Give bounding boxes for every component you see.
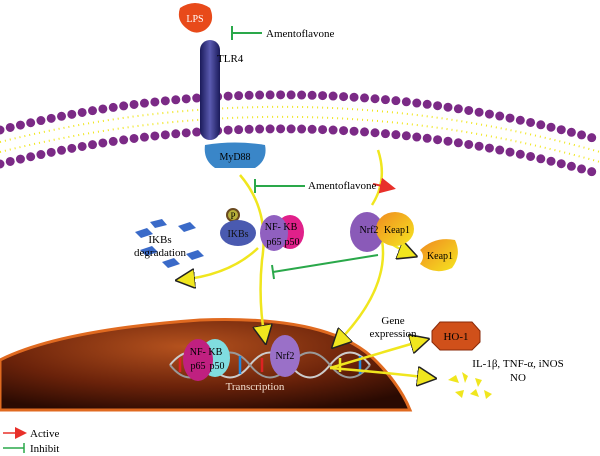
- inhibit-tlr4-line: [231, 26, 262, 40]
- nuclear-p65: [183, 339, 213, 381]
- nuclear-nrf2-label: Nrf2: [276, 351, 295, 362]
- cytokine-fragments: [448, 372, 492, 399]
- inhibit-bar-icon: [3, 443, 25, 453]
- lps-molecule: [178, 3, 213, 33]
- legend-active-label: Active: [30, 428, 59, 440]
- myd88-protein: [204, 142, 266, 168]
- degradation-label: degradation: [134, 247, 186, 259]
- ikbs-label: IKBs: [227, 229, 248, 240]
- gene-expression-label: Gene: [381, 315, 404, 327]
- activate-nrf2-arrow: [372, 177, 396, 194]
- ikbs-degradation-arrow: [180, 247, 259, 280]
- myd88-label: MyD88: [219, 152, 250, 163]
- transcription-label: Transcription: [226, 381, 285, 393]
- nuclear-nfkb-label: NF- KB: [190, 347, 223, 358]
- tlr4-label: TLR4: [217, 53, 244, 65]
- legend-inhibit-label: Inhibit: [30, 443, 59, 455]
- amentoflavone-label-top: Amentoflavone: [266, 28, 335, 40]
- cell-membrane: [0, 90, 600, 179]
- cytokines-label: IL-1β, TNF-α, iNOS: [472, 358, 563, 370]
- keap1-free-label: Keap1: [427, 251, 453, 262]
- p65-subunit: [260, 215, 288, 251]
- ikbs-fragments: [135, 219, 204, 268]
- nuclear-nrf2: [270, 335, 300, 377]
- inhibit-myd88-line: [254, 179, 305, 193]
- nfkb-label: NF- KB: [265, 222, 298, 233]
- no-label: NO: [510, 372, 526, 384]
- expression-label: expression: [369, 328, 417, 340]
- cytokine-expression-arrow: [329, 368, 432, 378]
- amentoflavone-label-mid: Amentoflavone: [308, 180, 377, 192]
- legend: Active Inhibit: [3, 427, 59, 455]
- nrf2-keap1-label-keap1: Keap1: [384, 225, 410, 236]
- keap1-free: [420, 239, 458, 272]
- inhibit-nfkb-line: [271, 254, 379, 280]
- nrf2-keap1-label-nrf2: Nrf2: [360, 225, 379, 236]
- ho1-label: HO-1: [443, 331, 468, 343]
- tlr4-receptor: [200, 40, 220, 140]
- nuclear-p65-label: p65: [191, 361, 206, 372]
- nrf2-cytoplasmic: [350, 212, 384, 252]
- ikbs-protein: [220, 220, 256, 246]
- ho1-expression-arrow: [329, 340, 425, 370]
- keap1-bound: [376, 212, 414, 246]
- p65-label: p65: [267, 237, 282, 248]
- ho1-protein: [431, 321, 481, 351]
- phosphate-label: P: [230, 211, 235, 221]
- p50-label: p50: [285, 237, 300, 248]
- nfkb-translocation-arrow: [239, 174, 265, 340]
- nuclear-p50-label: p50: [210, 361, 225, 372]
- lps-label: LPS: [186, 14, 203, 25]
- ikbs-degradation-label: IKBs: [148, 234, 171, 246]
